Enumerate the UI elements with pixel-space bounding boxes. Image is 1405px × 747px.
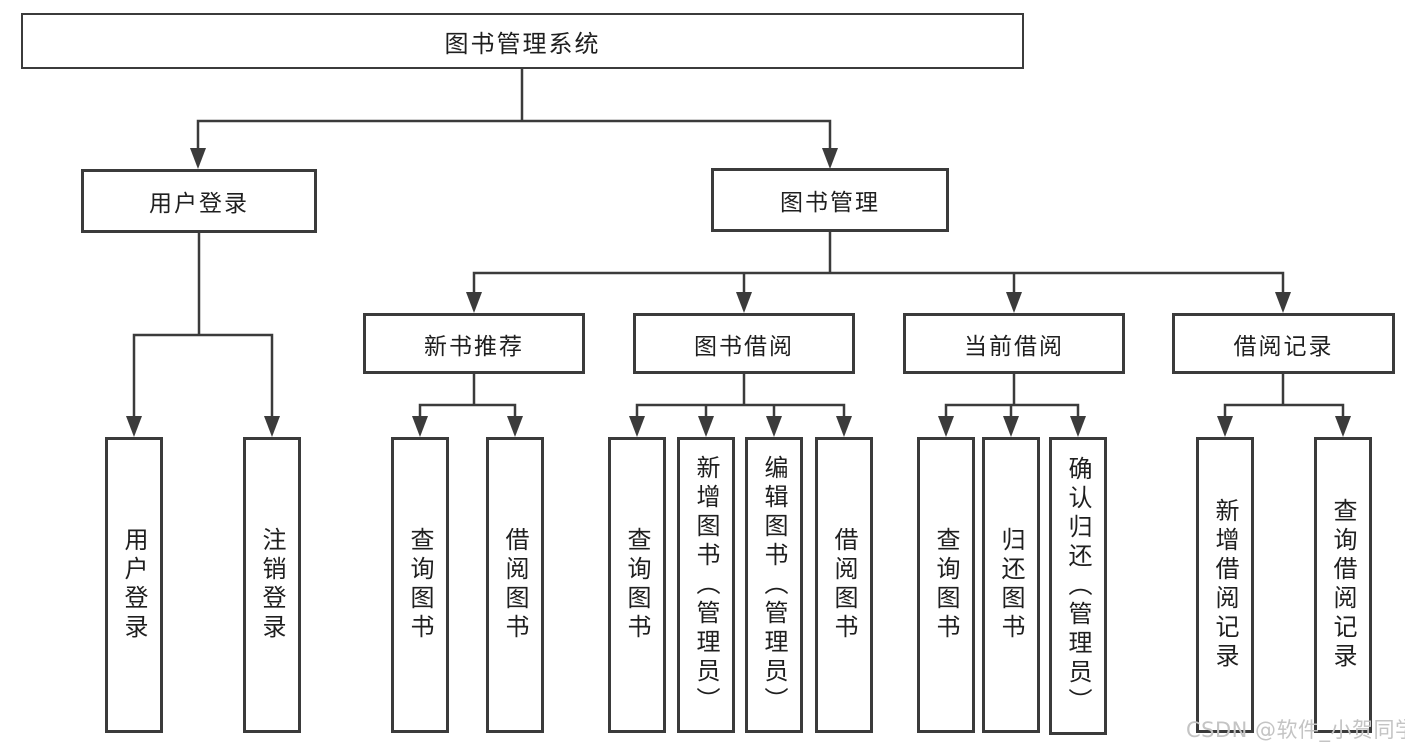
leaf-recommend-query-book: 查询图书 (391, 437, 449, 733)
node-borrowing-records: 借阅记录 (1172, 313, 1395, 374)
leaf-records-add-record: 新增借阅记录 (1196, 437, 1254, 733)
connector-root-to-level2 (196, 67, 832, 152)
leaf-records-query-record: 查询借阅记录 (1314, 437, 1372, 733)
connector-bookborrow-to-leaves (635, 372, 846, 420)
watermark: CSDN @软件_小贺同学 (1186, 718, 1405, 742)
leaf-current-return-book: 归还图书 (982, 437, 1040, 733)
leaf-recommend-borrow-book: 借阅图书 (486, 437, 544, 733)
connector-newbook-to-leaves (418, 372, 517, 420)
node-current-borrowing: 当前借阅 (903, 313, 1125, 374)
node-new-book-recommend: 新书推荐 (363, 313, 585, 374)
leaf-borrowing-query-book: 查询图书 (608, 437, 666, 733)
connector-records-to-leaves (1223, 372, 1345, 420)
leaf-logout-login: 注销登录 (243, 437, 301, 733)
node-user-login: 用户登录 (81, 169, 317, 233)
leaf-borrowing-add-book-admin: 新增图书（管理员） (677, 437, 735, 733)
node-root: 图书管理系统 (21, 13, 1024, 69)
connector-userlogin-to-leaves (132, 231, 274, 420)
leaf-current-query-book: 查询图书 (917, 437, 975, 733)
node-book-borrowing: 图书借阅 (633, 313, 855, 374)
leaf-current-confirm-return-admin: 确认归还（管理员） (1049, 437, 1107, 735)
connector-currentborrow-to-leaves (944, 372, 1080, 420)
leaf-borrowing-edit-book-admin: 编辑图书（管理员） (745, 437, 803, 733)
connector-bookmgmt-to-level3 (472, 230, 1285, 297)
leaf-user-login: 用户登录 (105, 437, 163, 733)
node-book-management: 图书管理 (711, 168, 949, 232)
leaf-borrowing-borrow-book: 借阅图书 (815, 437, 873, 733)
